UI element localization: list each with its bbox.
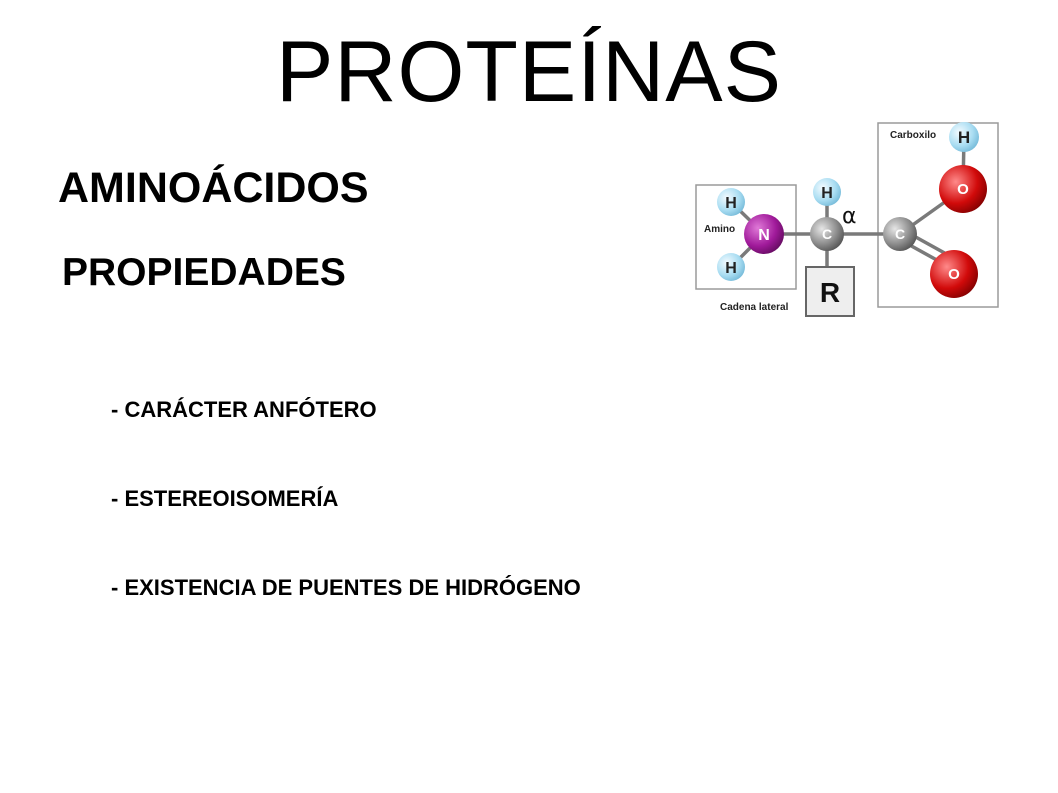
atom-h-carboxyl: H: [949, 122, 979, 152]
svg-text:N: N: [758, 227, 770, 244]
side-chain-label: Cadena lateral: [720, 302, 789, 313]
property-item-stereoisomerism: - ESTEREOISOMERÍA: [111, 486, 339, 511]
carboxyl-group-box: [877, 122, 999, 308]
svg-text:H: H: [725, 195, 737, 212]
amino-label: Amino: [704, 224, 735, 235]
svg-text:H: H: [725, 260, 737, 277]
carboxyl-label: Carboxilo: [890, 130, 936, 141]
svg-text:O: O: [957, 181, 969, 198]
alpha-label: α: [842, 204, 857, 229]
amino-acid-structure-diagram: R H H N H C C H O O Carboxilo Amino Cade…: [695, 122, 999, 317]
amino-group-box: [695, 184, 797, 290]
atom-c-carboxyl: C: [883, 217, 917, 251]
atom-h-alpha: H: [813, 178, 841, 206]
atom-o-hydroxyl: O: [939, 165, 987, 213]
property-item-hydrogen-bonds: - EXISTENCIA DE PUENTES DE HIDRÓGENO: [111, 575, 581, 600]
atom-r-label: R: [820, 277, 840, 308]
atom-c-alpha: C: [810, 217, 844, 251]
svg-text:O: O: [948, 266, 960, 283]
page-title: PROTEÍNAS: [276, 24, 782, 120]
svg-text:H: H: [821, 185, 833, 202]
subtitle-aminoacids: AMINOÁCIDOS: [58, 164, 369, 212]
section-heading-properties: PROPIEDADES: [62, 251, 346, 294]
svg-text:H: H: [958, 128, 970, 147]
svg-text:C: C: [822, 226, 832, 242]
atom-o-carbonyl: O: [930, 250, 978, 298]
side-chain-r-box: [805, 266, 855, 317]
svg-text:C: C: [895, 226, 905, 242]
atom-n: N: [744, 214, 784, 254]
property-item-amphoteric: - CARÁCTER ANFÓTERO: [111, 397, 377, 422]
atom-h-amino-top: H: [717, 188, 745, 216]
atom-h-amino-bottom: H: [717, 253, 745, 281]
